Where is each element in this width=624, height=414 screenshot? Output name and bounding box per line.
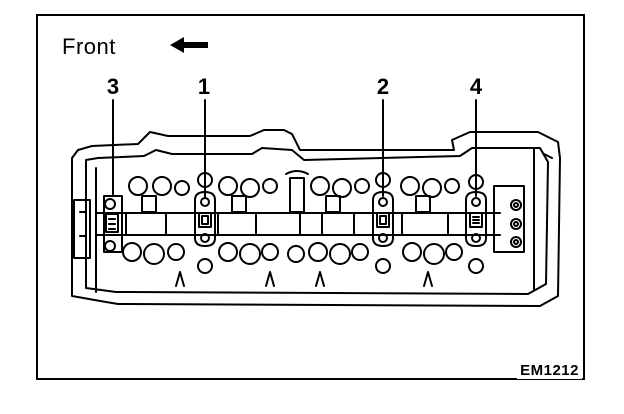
front-label: Front <box>62 34 116 59</box>
figure-code: EM1212 <box>517 362 582 379</box>
bolt-number-3: 3 <box>106 74 120 99</box>
bolt-number-4: 4 <box>469 74 483 99</box>
bolt-number-1: 1 <box>197 74 211 99</box>
bolt-4-bracket <box>465 191 487 247</box>
right-end-block <box>493 185 525 253</box>
head-outline-inner <box>85 147 549 295</box>
bolt-3-bracket <box>103 195 123 253</box>
head-outline <box>71 129 561 307</box>
bolt-1-bracket <box>194 191 216 247</box>
head-rear-ledge <box>525 147 553 291</box>
bolt-2-bracket <box>372 191 394 247</box>
left-end-block <box>73 199 91 259</box>
bolt-number-2: 2 <box>376 74 390 99</box>
arrow-left-icon <box>170 37 208 53</box>
